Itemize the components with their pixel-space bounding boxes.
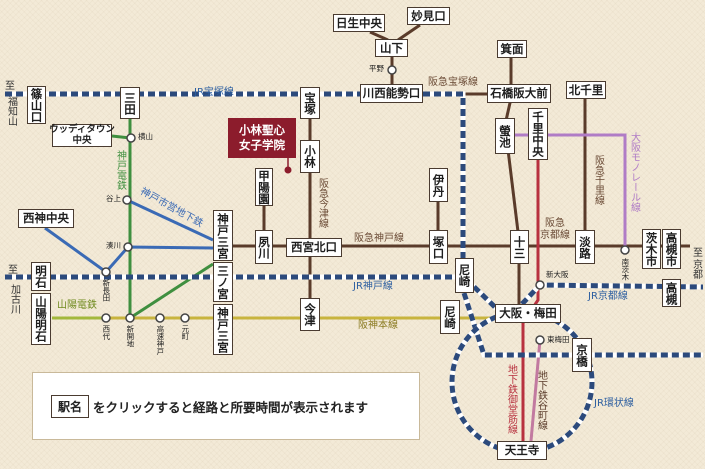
minor-label-kosoku-kobe[interactable]: 高速神戸 [155,325,165,355]
station-hotarugaike[interactable]: 螢池 [495,118,515,154]
label-hankyu-imazu: 阪急今津線 [316,178,328,228]
jr-takarazuka-line [5,91,466,270]
dest-fukuchiyama-name: 福知山 [5,96,17,126]
kosoku-kobe-dot[interactable] [155,313,165,323]
station-woodytown-line2: 中央 [72,134,92,146]
station-woodytown-line1: ウッディタウン [49,123,115,135]
station-takatsuki-shi[interactable]: 高槻市 [662,229,681,269]
tanigami-dot[interactable] [122,195,132,205]
label-hanshin-main: 阪神本線 [358,320,398,331]
label-hankyu-kyoto-1: 阪急 [545,218,565,229]
minor-label-tanigami[interactable]: 谷上 [106,194,121,203]
kobe-subway-line [44,198,214,275]
nishidai-dot[interactable] [101,313,111,323]
station-takatsuki[interactable]: 高槻 [662,279,681,307]
station-yamashita[interactable]: 山下 [375,39,408,57]
station-osaka-umeda[interactable]: 大阪・梅田 [495,304,561,323]
minor-label-hirano[interactable]: 平野 [369,64,384,73]
school-name-line2: 女子学院 [239,138,285,152]
shin-osaka-dot[interactable] [535,280,545,290]
label-jr-loop: JR環状線 [594,398,634,409]
station-sanyo-akashi[interactable]: 山陽明石 [31,293,51,345]
minor-label-minatogawa[interactable]: 湊川 [106,241,121,250]
dest-kakogawa-name: 加古川 [8,284,20,314]
label-hankyu-takarazuka: 阪急宝塚線 [428,77,478,88]
minor-label-motomachi[interactable]: 元町 [180,325,190,340]
hankyu-takarazuka-line [320,92,521,305]
station-myokenguchi[interactable]: 妙見口 [407,7,450,25]
dest-kyoto-to: 至 [690,247,702,257]
station-kawanishi-noseguchi[interactable]: 川西能勢口 [360,84,423,103]
yokoyama-dot[interactable] [126,133,136,143]
label-osaka-monorail: 大阪モノレール線 [628,132,640,212]
label-jr-kobe: JR神戸線 [353,281,393,292]
label-sanyo: 山陽電鉄 [57,300,97,311]
station-kita-senri[interactable]: 北千里 [566,81,606,99]
station-kobe-sannomiya-hanshin[interactable]: 神戸三宮 [213,304,233,355]
station-minoo[interactable]: 箕面 [497,40,527,58]
hirano-dot[interactable] [387,65,397,75]
minor-label-shinkaichi[interactable]: 新開地 [125,325,135,348]
label-midosuji: 地下鉄御堂筋線 [505,364,517,434]
jr-tozai-line [461,292,703,358]
minatogawa-dot[interactable] [123,242,133,252]
dest-kakogawa-to: 至 [8,265,18,276]
station-sannomiya-jr[interactable]: 三ノ宮 [213,262,233,302]
minor-label-minami-ibaraki[interactable]: 南茨木 [620,258,630,281]
station-senri-chuo[interactable]: 千里中央 [528,108,548,160]
school-location-dot [284,166,292,174]
label-kobe-dentetsu: 神戸電鉄 [114,150,126,190]
minor-label-yokoyama[interactable]: 横山 [138,132,153,141]
label-hankyu-kobe: 阪急神戸線 [354,233,404,244]
dest-kyoto-name: 京都 [690,259,702,279]
instruction-station-badge: 駅名 [51,394,90,418]
station-kyobashi[interactable]: 京橋 [572,338,592,372]
station-akashi[interactable]: 明石 [31,262,51,291]
station-sasayamaguchi[interactable]: 篠山口 [27,86,46,124]
station-obayashi[interactable]: 小林 [300,140,320,173]
label-jr-kyoto: JR京都線 [588,291,628,302]
station-awaji[interactable]: 淡路 [575,230,595,264]
station-kobe-sannomiya-hankyu[interactable]: 神戸三宮 [213,210,233,261]
station-nishinomiya-kitaguchi[interactable]: 西宮北口 [286,238,342,257]
dest-fukuchiyama-to: 至 [5,81,15,92]
shinkaichi-dot[interactable] [125,313,135,323]
station-ibaraki-shi[interactable]: 茨木市 [642,229,661,269]
station-amagasaki-jr[interactable]: 尼崎 [455,258,474,293]
higashi-umeda-dot[interactable] [535,335,545,345]
station-koyoen[interactable]: 甲陽園 [255,168,273,206]
motomachi-dot[interactable] [180,313,190,323]
osaka-monorail-line [515,133,627,250]
station-shukugawa[interactable]: 夙川 [255,230,273,264]
school-marker: 小林聖心 女子学院 [228,118,296,158]
label-hankyu-senri: 阪急千里線 [592,155,604,205]
label-hankyu-kyoto-2: 京都線 [540,230,570,241]
station-takarazuka[interactable]: 宝塚 [300,87,320,119]
station-amagasaki-hanshin[interactable]: 尼崎 [440,300,460,334]
station-tsukaguchi[interactable]: 塚口 [429,230,448,264]
minor-label-shin-nagata[interactable]: 新長田 [101,279,111,302]
minor-label-shin-osaka[interactable]: 新大阪 [546,270,569,279]
station-imazu[interactable]: 今津 [300,298,320,331]
shin-nagata-dot[interactable] [101,267,111,277]
station-itami[interactable]: 伊丹 [429,168,448,202]
station-sanda[interactable]: 三田 [120,87,140,119]
station-juso[interactable]: 十三 [510,230,529,264]
label-tanimachi: 地下鉄谷町線 [535,370,547,430]
station-seishin-chuo[interactable]: 西神中央 [18,209,74,228]
minor-station-dots [101,65,630,345]
station-woodytown-chuo[interactable]: ウッディタウン 中央 [49,123,115,147]
station-tennoji[interactable]: 天王寺 [497,441,547,460]
label-jr-takarazuka: JR宝塚線 [194,87,234,98]
instruction-text: をクリックすると経路と所要時間が表示されます [93,399,369,415]
minami-ibaraki-dot[interactable] [620,245,630,255]
jr-loop-line [449,309,595,455]
instruction-box: 駅名 をクリックすると経路と所要時間が表示されます [32,372,420,440]
school-name-line1: 小林聖心 [239,123,285,138]
station-ishibashi-handaimae[interactable]: 石橋阪大前 [487,84,551,103]
minor-label-higashi-umeda[interactable]: 東梅田 [547,335,570,344]
minor-label-nishidai[interactable]: 西代 [101,325,111,340]
station-nissei-chuo[interactable]: 日生中央 [333,14,385,32]
